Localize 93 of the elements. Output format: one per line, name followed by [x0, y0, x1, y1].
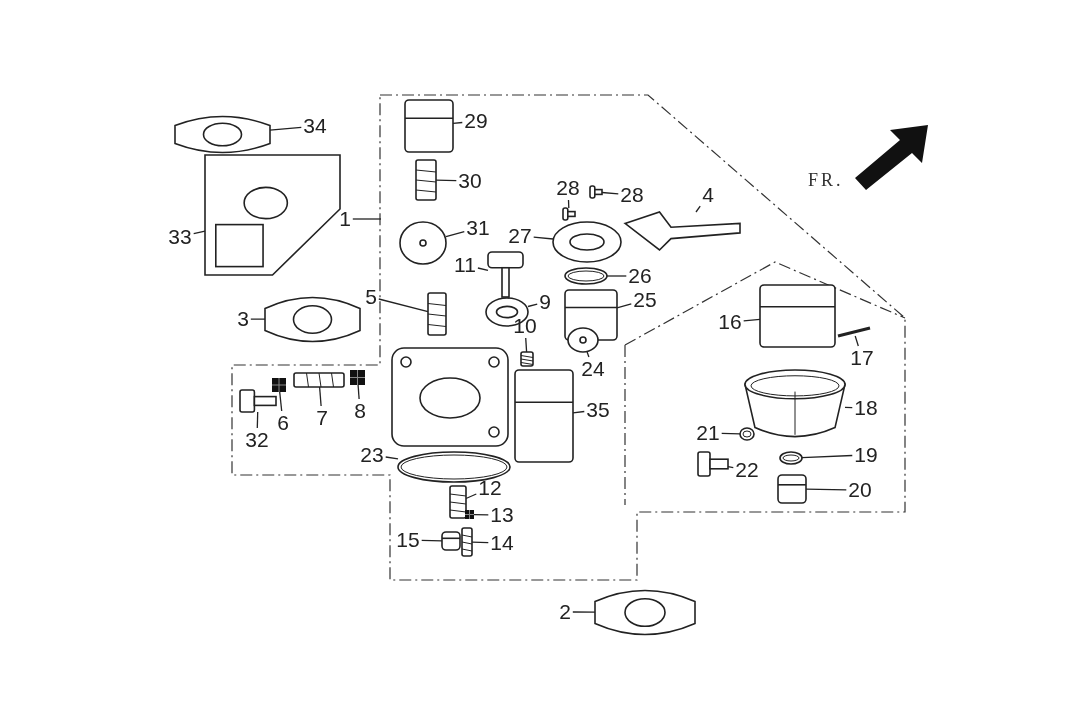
spring-drawing	[349, 369, 366, 386]
gasket-drawing	[594, 589, 696, 636]
pilot-screw-drawing	[293, 372, 345, 388]
callout-number: 25	[633, 289, 657, 311]
leader-line	[385, 456, 399, 460]
leader-line	[727, 465, 734, 469]
leader-line	[352, 218, 382, 220]
callout-number: 11	[454, 254, 476, 276]
float-bowl-drawing	[744, 369, 846, 438]
bolt-drawing	[697, 451, 729, 477]
choke-valve-drawing	[399, 221, 447, 265]
leader-line	[601, 191, 619, 195]
leader-line	[801, 454, 853, 459]
callout-number: 29	[464, 110, 488, 132]
callout-number: 6	[277, 412, 289, 434]
callout-number: 4	[702, 184, 714, 206]
direction-label: FR.	[808, 170, 844, 191]
o-ring-drawing	[564, 267, 608, 285]
leader-line	[256, 411, 259, 429]
choke-lever-drawing	[404, 99, 454, 153]
callout-number: 35	[586, 399, 610, 421]
screw-drawing	[239, 389, 277, 413]
leader-line	[378, 298, 429, 313]
leader-line	[357, 384, 360, 400]
nozzle-drawing	[520, 351, 534, 367]
choke-shaft-drawing	[415, 159, 437, 201]
spring-drawing	[271, 377, 287, 393]
callout-number: 2	[559, 601, 571, 623]
leader-line	[721, 432, 741, 435]
jet-drawing	[427, 292, 447, 336]
o-ring-drawing	[779, 451, 803, 465]
leader-line	[606, 275, 627, 277]
o-ring-drawing	[397, 451, 511, 483]
float-drawing	[759, 284, 836, 348]
callout-number: 32	[245, 429, 269, 451]
callout-number: 17	[850, 347, 874, 369]
gasket-drawing	[264, 296, 361, 343]
callout-number: 28	[620, 184, 644, 206]
main-jet-drawing	[441, 531, 461, 551]
callout-number: 27	[508, 225, 532, 247]
solenoid-drawing	[514, 369, 574, 463]
leader-line	[318, 386, 322, 407]
leader-line	[533, 236, 554, 240]
leader-line	[854, 335, 859, 347]
leader-line	[572, 611, 596, 613]
gasket-drawing	[174, 115, 271, 154]
callout-number: 13	[490, 504, 514, 526]
screw-drawing	[589, 185, 603, 199]
callout-number: 19	[854, 444, 878, 466]
plate-drawing	[552, 221, 622, 263]
leader-line	[527, 303, 538, 308]
callout-number: 20	[848, 479, 872, 501]
callout-number: 23	[360, 444, 384, 466]
jet-drawing	[464, 509, 475, 520]
leader-line	[250, 318, 266, 320]
callout-number: 14	[490, 532, 514, 554]
drain-plug-drawing	[777, 474, 807, 504]
callout-number: 9	[539, 291, 551, 313]
knob-drawing	[487, 251, 524, 298]
callout-number: 10	[513, 315, 537, 337]
leader-line	[477, 267, 489, 272]
leader-line	[695, 205, 701, 213]
float-pin-drawing	[837, 326, 871, 338]
callout-number: 33	[168, 226, 192, 248]
callout-number: 22	[735, 459, 759, 481]
callout-number: 18	[854, 397, 878, 419]
leader-line	[586, 351, 590, 358]
callout-number: 5	[365, 286, 377, 308]
washer-drawing	[739, 427, 755, 441]
main-nozzle-drawing	[449, 485, 467, 519]
leader-line	[525, 337, 528, 353]
throttle-lever-drawing	[623, 211, 741, 252]
callout-number: 34	[303, 115, 327, 137]
callout-number: 21	[696, 422, 720, 444]
callout-number: 30	[458, 170, 482, 192]
callout-number: 3	[237, 308, 249, 330]
callout-number: 12	[478, 477, 502, 499]
callout-number: 7	[316, 407, 328, 429]
callout-number: 26	[628, 265, 652, 287]
callout-number: 15	[396, 529, 420, 551]
callout-number: 8	[354, 400, 366, 422]
leader-line	[421, 539, 443, 542]
callout-number: 28	[556, 177, 580, 199]
callout-number: 31	[466, 217, 490, 239]
leader-line	[844, 406, 853, 409]
screw-drawing	[562, 207, 576, 221]
pin-drawing	[461, 527, 473, 557]
callout-number: 16	[718, 311, 742, 333]
leader-line	[445, 231, 465, 238]
valve-disc-drawing	[567, 327, 599, 353]
leader-line	[279, 391, 283, 412]
callout-number: 1	[339, 208, 351, 230]
callout-number: 24	[581, 358, 605, 380]
